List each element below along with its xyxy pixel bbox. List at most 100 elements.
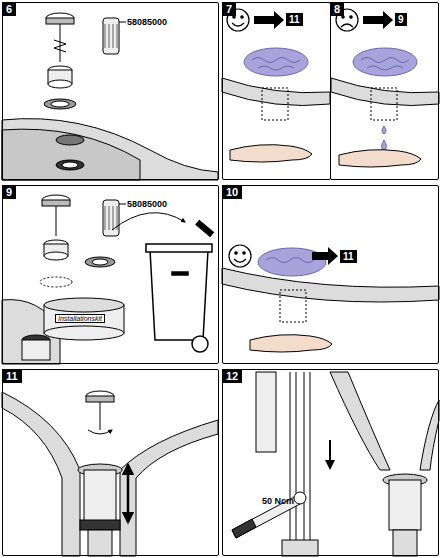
smiley-happy (241, 16, 243, 18)
water-drop (382, 126, 387, 150)
wall-pipes (290, 372, 291, 556)
step-panel: 11 (2, 369, 219, 556)
sink-basin (2, 392, 80, 556)
step-number: 10 (222, 185, 242, 199)
step-number: 6 (2, 2, 16, 16)
plug (86, 391, 114, 434)
plug (88, 430, 112, 434)
drain-parts (46, 13, 74, 23)
step-panel: 7 (222, 2, 331, 180)
step-number: 7 (222, 2, 236, 16)
smiley-sad (341, 24, 353, 27)
drain-parts (119, 22, 126, 23)
torque-wrench (294, 492, 306, 504)
wall-pipes (296, 372, 297, 556)
sink-basin (330, 372, 390, 470)
smiley-happy (233, 16, 235, 18)
arrow (254, 11, 284, 29)
water (353, 48, 417, 76)
drain-parts (44, 99, 76, 109)
drain-parts (40, 277, 72, 287)
smiley-happy (243, 252, 245, 254)
water (252, 58, 300, 63)
drain-parts (119, 204, 126, 205)
arrow (363, 11, 393, 29)
drain-parts (85, 257, 115, 267)
step-panel: 10 (222, 185, 439, 364)
drain-dashed (280, 290, 306, 322)
trash-bin (146, 244, 212, 252)
torque-wrench (232, 496, 300, 538)
drain-body (78, 464, 122, 556)
drain-parts (56, 135, 84, 145)
trash-bin (196, 221, 213, 236)
smiley-sad (342, 16, 344, 18)
drain-body (88, 530, 112, 556)
wall-pipes (310, 372, 311, 556)
plug (86, 396, 114, 402)
step-panel: 9 (2, 185, 219, 364)
drain-parts (103, 200, 119, 236)
double-arrow (127, 465, 130, 495)
double-arrow (127, 465, 130, 522)
drain-parts (54, 40, 66, 52)
drain-parts (51, 101, 69, 107)
plug (86, 391, 114, 401)
water (244, 48, 308, 76)
drain-parts (105, 206, 117, 230)
step-panel: 8 (330, 2, 439, 180)
sink-basin (2, 392, 218, 556)
sink-basin (330, 372, 439, 470)
water (244, 48, 308, 76)
drain-parts (92, 259, 108, 265)
drain-parts (44, 252, 68, 260)
step-reference: 9 (395, 13, 407, 26)
trash-bin (172, 272, 188, 275)
torque-wrench (232, 519, 256, 538)
water-drop (382, 126, 386, 134)
drain-dashed (262, 88, 288, 120)
drain-parts (56, 206, 57, 236)
drain-parts (60, 24, 61, 62)
smiley-happy (229, 245, 251, 267)
drain-parts (103, 18, 119, 54)
step-reference: 11 (286, 13, 303, 26)
sink-basin (222, 78, 330, 106)
wall-pipes (282, 540, 318, 556)
drain-body (383, 474, 427, 556)
step-panel: 12 (222, 369, 439, 556)
drain-parts (22, 340, 50, 360)
drain-dashed (371, 88, 397, 120)
discard-arrow (112, 213, 185, 230)
drain-dashed (371, 88, 397, 120)
drain-dashed (262, 88, 288, 120)
smiley-happy (232, 23, 244, 26)
smiley-sad (350, 16, 352, 18)
discard-arrow (112, 213, 185, 230)
wall-pipes (304, 372, 305, 556)
arrow (254, 11, 284, 29)
drain-body (389, 480, 421, 530)
part-number: 58085000 (127, 17, 167, 27)
drain-parts (44, 13, 126, 170)
sink-basin (222, 78, 330, 106)
hand (339, 150, 421, 167)
sink-basin (2, 119, 218, 180)
arrow (312, 247, 338, 265)
step-number: 8 (330, 2, 344, 16)
water (353, 48, 417, 76)
step-reference: 11 (340, 250, 357, 263)
sink-basin (2, 129, 140, 180)
drain-body (80, 520, 120, 530)
water (266, 258, 314, 263)
sink-basin (222, 268, 439, 302)
hand (230, 145, 312, 162)
step-number: 12 (222, 369, 242, 383)
step-number: 9 (2, 185, 16, 199)
water-drop (382, 140, 387, 150)
wall-pipes (256, 372, 276, 452)
hand (230, 145, 312, 162)
push-arrow (329, 440, 331, 468)
